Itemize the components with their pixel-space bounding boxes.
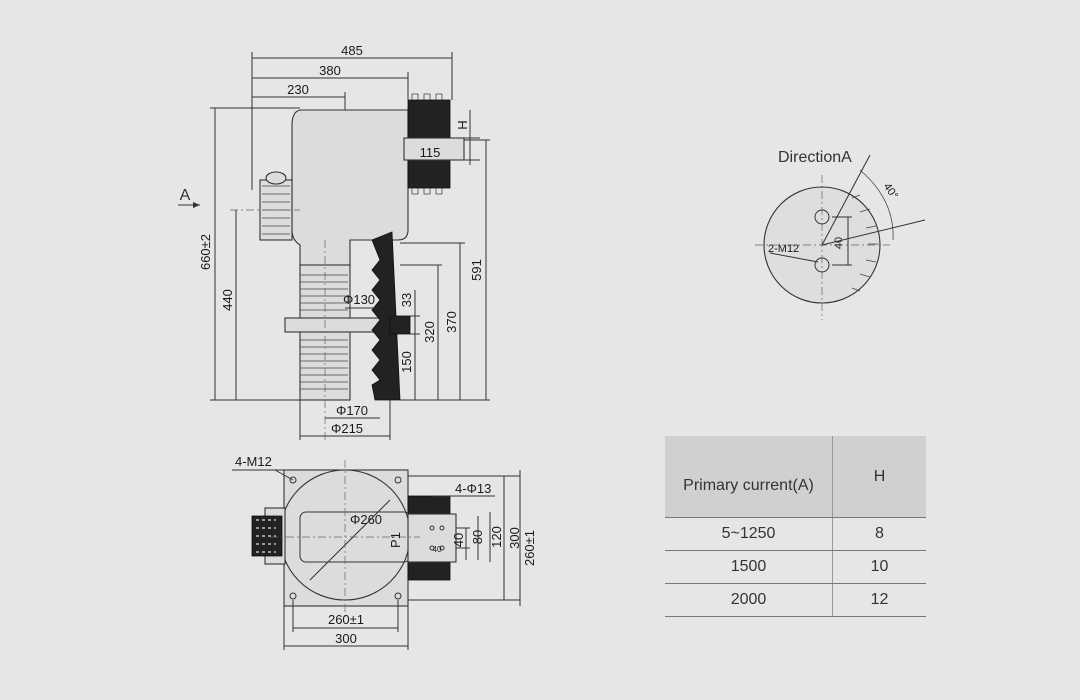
dim-380: 380 xyxy=(319,63,341,78)
dim-80: 80 xyxy=(470,530,485,544)
cell-current: 5~1250 xyxy=(665,517,833,551)
label-p1: P1 xyxy=(388,532,403,548)
dim-485: 485 xyxy=(341,43,363,58)
dim-591: 591 xyxy=(469,259,484,281)
header-primary-current: Primary current(A) xyxy=(665,436,833,518)
spec-table: Primary current(A) H 5~1250 8 1500 10 20… xyxy=(665,436,926,617)
dim-115: 115 xyxy=(420,145,441,160)
arrow-label-a: A xyxy=(180,187,191,204)
dim-4-m12: 4-M12 xyxy=(235,454,272,469)
side-bushing-top xyxy=(251,507,286,565)
cell-h: 12 xyxy=(832,583,926,617)
dim-33: 33 xyxy=(399,293,414,307)
dim-660: 660±2 xyxy=(198,234,213,270)
dim-4-phi13: 4-Φ13 xyxy=(455,481,491,496)
dim-320: 320 xyxy=(422,321,437,343)
cell-h: 8 xyxy=(832,517,926,551)
dim-40-small: 40 xyxy=(433,545,442,554)
table-row: 2000 12 xyxy=(665,583,926,617)
table-row: 1500 10 xyxy=(665,550,926,584)
terminal-block xyxy=(389,315,411,335)
insulator-profile xyxy=(371,231,401,401)
bolt-hole-bottom xyxy=(814,257,830,273)
front-view: 485 380 230 H 115 A 660±2 440 5 xyxy=(178,43,490,440)
column-ribs xyxy=(300,274,348,390)
dim-230: 230 xyxy=(287,82,309,97)
direction-title: DirectionA xyxy=(778,149,852,166)
side-bushing xyxy=(259,171,293,241)
cell-current: 1500 xyxy=(665,550,833,584)
dim-phi215: Φ215 xyxy=(331,421,363,436)
top-dimensions: 485 380 230 xyxy=(251,43,453,190)
dim-40: 40 xyxy=(451,533,466,547)
bolt-hole-top xyxy=(814,209,830,225)
primary-terminal xyxy=(403,93,465,195)
dim-300-horizontal: 300 xyxy=(335,631,357,646)
dim-phi130: Φ130 xyxy=(343,292,375,307)
dim-260-vertical: 260±1 xyxy=(522,530,537,566)
top-terminal xyxy=(407,495,451,515)
dim-40-spacing: 40 xyxy=(833,237,845,249)
header-h: H xyxy=(832,436,926,518)
top-view: 4-M12 4-Φ13 Φ260 P1 40 40 80 120 260±1 3… xyxy=(232,454,537,650)
dim-phi170: Φ170 xyxy=(336,403,368,418)
dim-h: H xyxy=(455,120,470,129)
cell-h: 10 xyxy=(832,550,926,584)
dim-260-horizontal: 260±1 xyxy=(328,612,364,627)
dim-120: 120 xyxy=(489,526,504,548)
transformer-head xyxy=(291,109,409,266)
dim-440: 440 xyxy=(220,289,235,311)
table-header-row: Primary current(A) H xyxy=(665,436,926,518)
direction-a-view: DirectionA 40 2-M12 40° xyxy=(755,149,926,320)
dim-phi260: Φ260 xyxy=(350,512,382,527)
dim-150: 150 xyxy=(399,351,414,373)
cell-current: 2000 xyxy=(665,583,833,617)
dim-370: 370 xyxy=(444,311,459,333)
table-row: 5~1250 8 xyxy=(665,517,926,551)
dim-300-vertical: 300 xyxy=(507,527,522,549)
hole-label: 2-M12 xyxy=(768,243,799,255)
